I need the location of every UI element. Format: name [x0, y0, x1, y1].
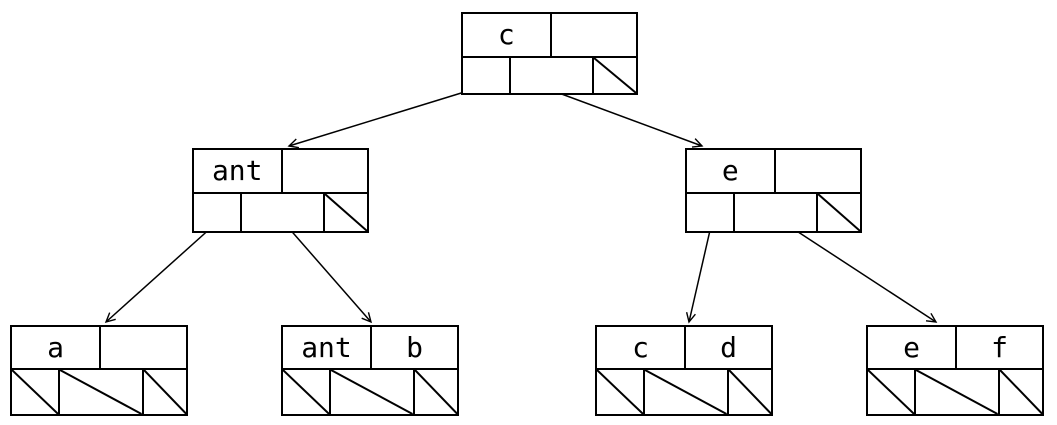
node-leaf-c-d-key2: d	[684, 327, 771, 368]
arrow-root-to-internal-left	[287, 85, 485, 149]
node-internal-right-pointer-row	[687, 192, 860, 231]
arrow-root-to-internal-right	[539, 85, 704, 148]
node-leaf-e-f: e f	[866, 325, 1044, 416]
node-leaf-c-d-pointer-row	[597, 368, 771, 414]
null-pointer-slash-icon	[916, 370, 998, 414]
node-leaf-ant-b-pointer-row	[283, 368, 457, 414]
node-leaf-ant-b-ptr1	[283, 370, 329, 414]
node-leaf-a-ptr2	[58, 370, 142, 414]
node-internal-right-key2	[773, 150, 861, 192]
node-root-key2	[549, 14, 637, 56]
node-leaf-ant-b-key2: b	[370, 327, 457, 368]
node-internal-right: e	[685, 148, 862, 233]
arrow-internal-right-to-leaf-c-d	[685, 225, 712, 324]
node-leaf-a-key-row: a	[12, 327, 186, 368]
node-leaf-ant-b-key-row: ant b	[283, 327, 457, 368]
null-pointer-slash-icon	[60, 370, 142, 414]
node-leaf-a-key2	[99, 327, 186, 368]
node-root-key-row: c	[463, 14, 636, 56]
node-leaf-e-f-key1: e	[903, 330, 920, 364]
node-leaf-e-f-ptr3	[997, 370, 1042, 414]
node-leaf-e-f-key2: f	[955, 327, 1042, 368]
node-root: c	[461, 12, 638, 95]
node-leaf-a-key1: a	[47, 330, 64, 364]
node-leaf-a-ptr3	[141, 370, 186, 414]
null-pointer-slash-icon	[144, 370, 186, 414]
null-pointer-slash-icon	[415, 370, 457, 414]
node-internal-right-key-row: e	[687, 150, 860, 192]
null-pointer-slash-icon	[1000, 370, 1042, 414]
node-internal-left-key-row: ant	[194, 150, 367, 192]
node-leaf-a: a	[10, 325, 188, 416]
null-pointer-slash-icon	[12, 370, 58, 414]
node-leaf-a-pointer-row	[12, 368, 186, 414]
node-internal-left-ptr3	[322, 194, 367, 231]
node-internal-left-key2	[280, 150, 368, 192]
node-leaf-e-f-key-row: e f	[868, 327, 1042, 368]
null-pointer-slash-icon	[818, 194, 860, 231]
node-internal-left-pointer-row	[194, 192, 367, 231]
arrow-internal-left-to-leaf-ant-b	[286, 225, 373, 324]
node-internal-right-ptr2	[732, 194, 816, 231]
node-internal-left-key1: ant	[211, 154, 263, 187]
arrow-internal-left-to-leaf-a	[104, 225, 214, 324]
node-internal-left-ptr2	[239, 194, 323, 231]
node-leaf-c-d-key1: c	[632, 330, 649, 364]
null-pointer-slash-icon	[283, 370, 329, 414]
null-pointer-slash-icon	[331, 370, 413, 414]
node-leaf-ant-b-ptr3	[412, 370, 457, 414]
node-leaf-e-f-ptr2	[914, 370, 998, 414]
node-leaf-c-d-ptr2	[643, 370, 727, 414]
node-leaf-c-d-ptr1	[597, 370, 643, 414]
node-leaf-a-ptr1	[12, 370, 58, 414]
node-root-pointer-row	[463, 56, 636, 93]
node-leaf-e-f-ptr1	[868, 370, 914, 414]
node-leaf-ant-b-key1: ant	[301, 330, 352, 364]
node-root-ptr1	[463, 58, 509, 93]
node-internal-right-ptr1	[687, 194, 733, 231]
node-internal-left-ptr1	[194, 194, 240, 231]
node-leaf-ant-b: ant b	[281, 325, 459, 416]
null-pointer-slash-icon	[325, 194, 367, 231]
node-leaf-c-d: c d	[595, 325, 773, 416]
node-internal-right-key1: e	[721, 154, 739, 187]
node-leaf-ant-b-ptr2	[329, 370, 413, 414]
node-internal-left: ant	[192, 148, 369, 233]
null-pointer-slash-icon	[597, 370, 643, 414]
node-internal-right-ptr3	[815, 194, 860, 231]
node-leaf-e-f-pointer-row	[868, 368, 1042, 414]
node-root-ptr3	[591, 58, 636, 93]
null-pointer-slash-icon	[729, 370, 771, 414]
null-pointer-slash-icon	[645, 370, 727, 414]
node-leaf-c-d-ptr3	[726, 370, 771, 414]
node-root-ptr2	[508, 58, 592, 93]
arrow-internal-right-to-leaf-e-f	[788, 225, 938, 323]
null-pointer-slash-icon	[868, 370, 914, 414]
null-pointer-slash-icon	[594, 58, 636, 93]
node-leaf-c-d-key-row: c d	[597, 327, 771, 368]
node-root-key1: c	[497, 18, 515, 51]
